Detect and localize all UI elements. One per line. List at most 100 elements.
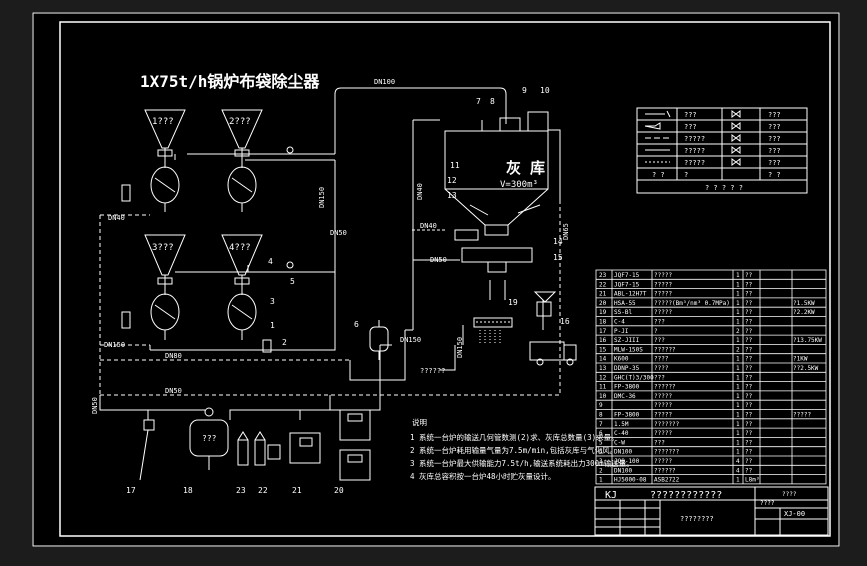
parts-table-border xyxy=(595,269,827,485)
valve-17 xyxy=(139,419,155,481)
parts-cell: 18 xyxy=(599,319,607,326)
parts-cell: 19 xyxy=(599,309,607,316)
pipe-label-dn150-vert: DN150 xyxy=(456,337,464,358)
notes-block: 说明 1 系统一台炉的输送几何管数测(2)求、灰库总数量(3)求量。 2 系统一… xyxy=(410,417,634,481)
legend-table xyxy=(636,107,808,194)
parts-cell: ?? xyxy=(745,458,753,465)
legend-cell: ????? xyxy=(684,147,705,155)
parts-cell: 2 xyxy=(736,328,740,335)
parts-cell: ??????? xyxy=(654,421,680,428)
parts-cell: ??????? xyxy=(654,449,680,456)
vessel-3-label: 3??? xyxy=(152,243,174,253)
legend-cell: ? ? xyxy=(652,171,665,179)
parts-cell: 4 xyxy=(599,449,603,456)
parts-cell: ?? xyxy=(745,430,753,437)
parts-cell: 2 xyxy=(599,467,603,474)
air-receiver-main xyxy=(189,407,229,470)
notes-title: 说明 xyxy=(412,417,427,427)
pipe-label-dn100: DN100 xyxy=(374,78,395,86)
parts-cell: 1.5M xyxy=(614,421,629,428)
parts-cell: 11 xyxy=(599,384,607,391)
parts-cell: ?1KW xyxy=(793,356,808,363)
parts-cell: ? xyxy=(654,328,658,335)
callout-7: 7 xyxy=(476,97,481,106)
parts-cell: 23 xyxy=(599,272,607,279)
parts-cell: ?? xyxy=(745,346,753,353)
pipe-label-dn150: DN150 xyxy=(400,336,421,344)
screw-conveyor xyxy=(473,317,513,345)
parts-cell: 15 xyxy=(599,346,607,353)
parts-cell: 9 xyxy=(599,402,603,409)
vessel-4 xyxy=(221,234,263,340)
callout-1: 1 xyxy=(270,321,275,330)
parts-cell: C-4 xyxy=(614,319,625,326)
parts-cell: 1 xyxy=(736,272,740,279)
parts-cell: 10 xyxy=(599,393,607,400)
callout-21: 21 xyxy=(292,486,302,495)
title-block-drawing-name: ???????? xyxy=(680,515,714,523)
air-receiver-small xyxy=(369,320,389,360)
parts-cell: JQF7-15 xyxy=(614,272,640,279)
parts-cell: ????? xyxy=(654,272,672,279)
parts-cell: ????? xyxy=(654,309,672,316)
pipe-label-dn50: DN50 xyxy=(165,387,182,395)
vessel-1-label: 1??? xyxy=(152,117,174,127)
parts-cell: GHC(T)3/300 xyxy=(614,374,654,381)
parts-cell: ?? xyxy=(745,467,753,474)
ash-truck xyxy=(529,341,577,366)
title-block-misc2: ???? xyxy=(782,491,797,498)
parts-cell: DMC-36 xyxy=(614,393,636,400)
vessel-2 xyxy=(221,109,263,212)
parts-cell: MLW-150S xyxy=(614,346,643,353)
callout-6: 6 xyxy=(354,320,359,329)
callout-23: 23 xyxy=(236,486,246,495)
callout-12: 12 xyxy=(447,176,457,185)
parts-cell: L8m³ xyxy=(745,477,759,484)
parts-cell: 16 xyxy=(599,337,607,344)
parts-cell: 1 xyxy=(736,412,740,419)
legend-cell: ? xyxy=(684,171,688,179)
parts-cell: 1 xyxy=(736,384,740,391)
pipe-label-dn40-vert: DN40 xyxy=(416,183,424,200)
legend-cell: ??? xyxy=(768,123,781,131)
parts-cell: DDNP-35 xyxy=(614,365,640,372)
parts-cell: 1 xyxy=(736,319,740,326)
parts-cell: 1 xyxy=(736,449,740,456)
parts-cell: ?? xyxy=(745,319,753,326)
callout-16: 16 xyxy=(560,317,570,326)
title-block-sheet-code: XJ-00 xyxy=(784,510,805,518)
parts-cell: ?? xyxy=(745,300,753,307)
vessel-4-label: 4??? xyxy=(229,243,251,253)
legend-cell: ??? xyxy=(768,147,781,155)
parts-cell: ?? xyxy=(745,402,753,409)
compressors xyxy=(339,409,371,481)
parts-cell: 1 xyxy=(736,477,740,484)
note-3: 3 系统一台炉最大供输能力7.5t/h,输送系统耗出力300m输送量。 xyxy=(410,458,634,468)
note-4: 4 灰库总容积按一台炉48小时贮灰量设计。 xyxy=(410,471,556,481)
title-block xyxy=(594,486,829,536)
parts-cell: 1 xyxy=(736,309,740,316)
parts-cell: ?? xyxy=(745,393,753,400)
parts-cell: 1 xyxy=(736,430,740,437)
parts-cell: ?2.2KW xyxy=(793,309,815,316)
parts-cell: ??? xyxy=(654,439,665,446)
parts-cell: C-40 xyxy=(614,430,629,437)
parts-cell: SZ-JIII xyxy=(614,337,640,344)
vessel-2-label: 2??? xyxy=(229,117,251,127)
callout-5: 5 xyxy=(290,277,295,286)
pipe-label-dn40: DN40 xyxy=(420,222,437,230)
drawing-title: 1X75t/h锅炉布袋除尘器 xyxy=(140,72,320,91)
parts-cell: 1 xyxy=(736,365,740,372)
parts-cell: 4 xyxy=(736,458,740,465)
parts-cell: FP-3800 xyxy=(614,412,640,419)
parts-cell: 6 xyxy=(599,430,603,437)
pipe-label-dn150-left: DN150 xyxy=(104,341,125,349)
legend-cell: ??? xyxy=(684,123,697,131)
legend-cell: ??? xyxy=(768,135,781,143)
parts-cell: ABL-12H7T xyxy=(614,291,647,298)
parts-cell: ????? xyxy=(654,412,672,419)
parts-cell: 1 xyxy=(736,291,740,298)
parts-cell: ?????? xyxy=(654,384,676,391)
